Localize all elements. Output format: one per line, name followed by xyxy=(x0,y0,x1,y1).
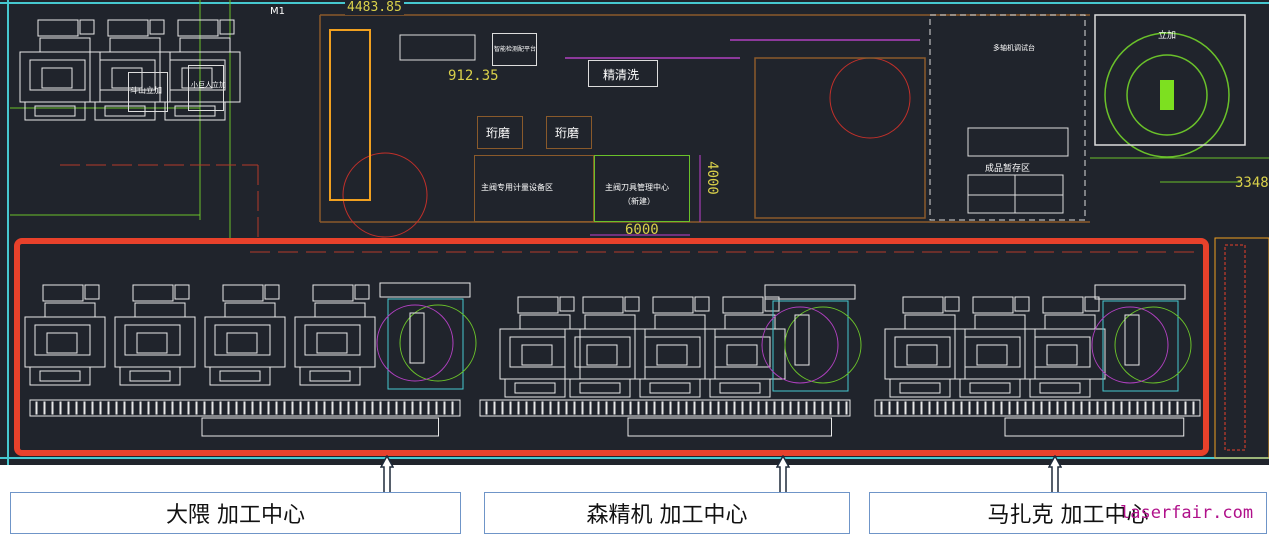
highlight-frame xyxy=(14,238,1209,456)
mazak-caption: 马扎克 加工中心 xyxy=(869,492,1267,534)
honing-area-2: 珩磨 xyxy=(546,116,592,149)
robot-cell xyxy=(761,284,862,392)
tool-center-area: 主阀刀具管理中心 （新建） xyxy=(594,155,690,222)
machining-center xyxy=(19,19,101,121)
dimension-top: 4483.85 xyxy=(345,0,404,15)
cad-linework xyxy=(0,0,1269,465)
mazak-caption-label: 马扎克 加工中心 xyxy=(987,503,1149,528)
dimension-vertical: 4000 xyxy=(703,161,720,195)
finished-storage-label: 成品暂存区 xyxy=(985,164,1031,174)
machining-center xyxy=(294,284,376,386)
up-arrow-icon xyxy=(1048,455,1062,497)
doosan-area: 斗山立加 xyxy=(128,72,168,112)
up-arrow-icon xyxy=(776,455,790,497)
honing-area-1: 珩磨 xyxy=(477,116,523,149)
machining-center xyxy=(1024,296,1106,398)
dmg-mori-caption-label: 森精机 加工中心 xyxy=(586,503,748,528)
honing-label-2: 珩磨 xyxy=(555,126,580,140)
small-giant-area: 小巨人立加 xyxy=(188,65,226,111)
machining-center xyxy=(704,296,786,398)
tool-center-label: 主阀刀具管理中心 xyxy=(605,183,669,192)
machining-center xyxy=(204,284,286,386)
okuma-caption-label: 大隈 加工中心 xyxy=(166,503,305,528)
dimension-horizontal: 6000 xyxy=(625,222,659,238)
okuma-caption: 大隈 加工中心 xyxy=(10,492,461,534)
vertical-mill-label: 立加 xyxy=(1158,31,1177,41)
multi-axis-label: 多轴机调试台 xyxy=(993,44,1035,52)
tool-center-sublabel: （新建） xyxy=(623,197,655,206)
machining-center xyxy=(884,296,966,398)
robot-cell xyxy=(1091,284,1192,392)
machining-center xyxy=(159,19,241,121)
metrology-label: 主阀专用计量设备区 xyxy=(481,183,553,192)
dimension-mid: 912.35 xyxy=(448,68,499,84)
small-giant-label: 小巨人立加 xyxy=(191,81,226,89)
doosan-label: 斗山立加 xyxy=(130,86,162,95)
conveyor xyxy=(874,399,1201,437)
robot-cell xyxy=(376,282,477,390)
cad-floor-plan: 4483.85 M1 912.35 4000 6000 3348 斗山立加 小巨… xyxy=(0,0,1269,465)
metrology-area: 主阀专用计量设备区 xyxy=(474,155,594,222)
machining-center xyxy=(499,296,581,398)
door-label: M1 xyxy=(270,6,285,17)
dimension-right: 3348 xyxy=(1235,175,1269,191)
conveyor xyxy=(479,399,851,437)
fine-wash-area: 精清洗 xyxy=(588,60,658,87)
inspection-area: 智能检测配平台 xyxy=(492,33,537,66)
inspection-label: 智能检测配平台 xyxy=(494,46,537,53)
watermark: laserfair.com xyxy=(1120,503,1254,523)
up-arrow-icon xyxy=(380,455,394,497)
machining-center xyxy=(24,284,106,386)
conveyor xyxy=(29,399,461,437)
fine-wash-label: 精清洗 xyxy=(603,68,640,82)
machining-center xyxy=(114,284,196,386)
dmg-mori-caption: 森精机 加工中心 xyxy=(484,492,850,534)
honing-label-1: 珩磨 xyxy=(486,126,511,140)
